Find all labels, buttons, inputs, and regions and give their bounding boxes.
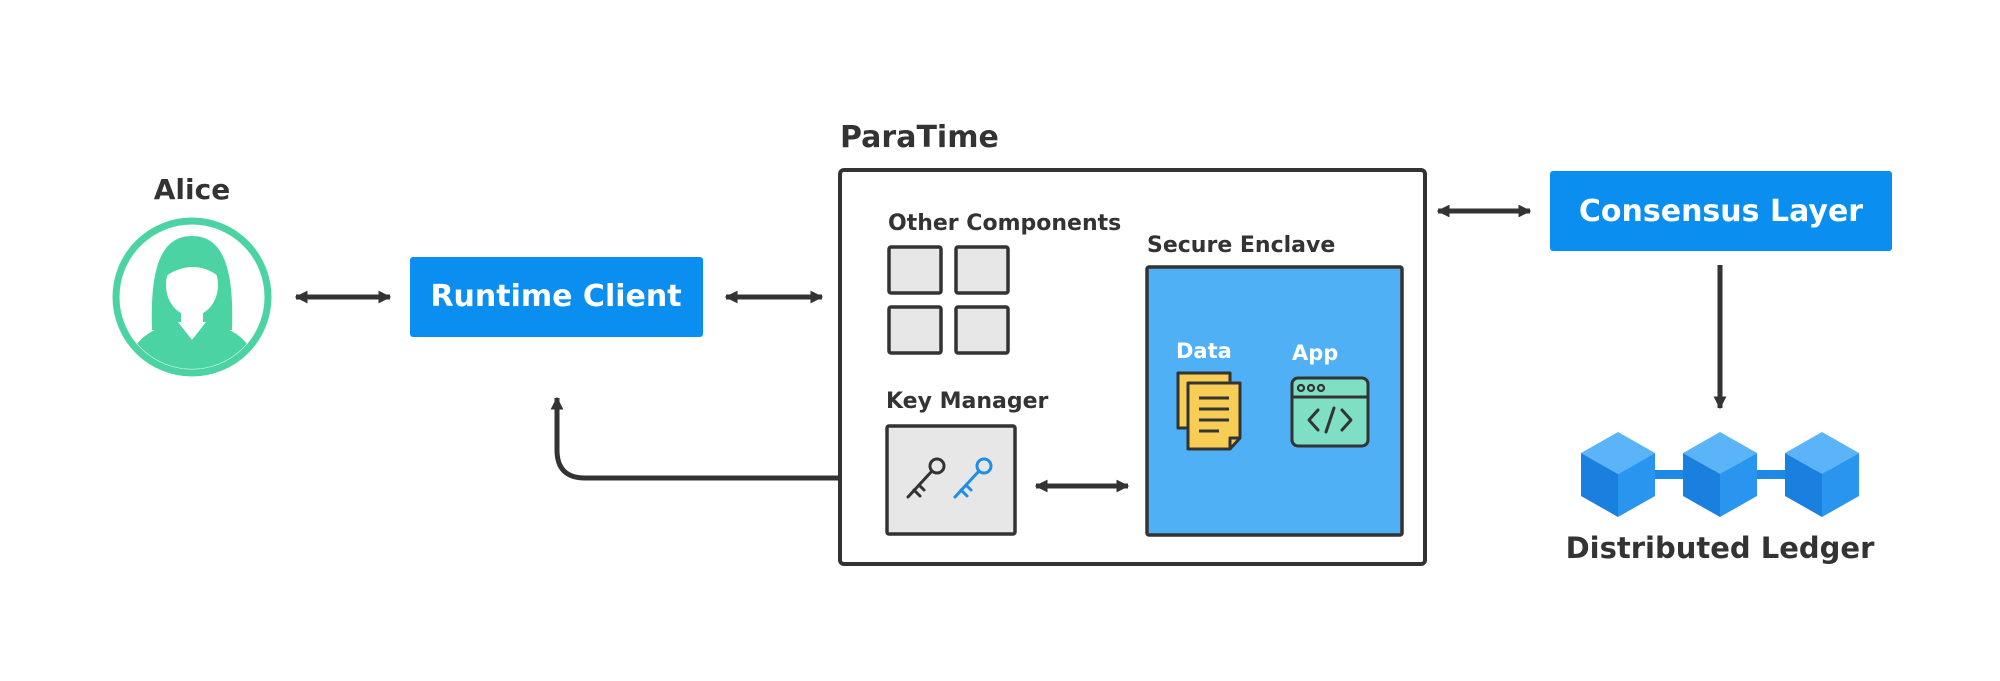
user-avatar-icon [112, 217, 272, 377]
other-components-grid [887, 245, 1010, 355]
app-label: App [1292, 341, 1338, 365]
distributed-ledger-label: Distributed Ledger [1566, 531, 1876, 565]
other-components-label: Other Components [888, 211, 1121, 236]
secure-enclave-label: Secure Enclave [1147, 233, 1335, 258]
block-icon [1683, 432, 1757, 517]
data-label: Data [1176, 339, 1232, 363]
code-window-icon [1290, 376, 1370, 448]
block-icon [1581, 432, 1655, 517]
key-icon [953, 457, 993, 499]
component-box [887, 305, 943, 355]
consensus-layer-label: Consensus Layer [1579, 194, 1863, 229]
key-icon [906, 457, 946, 499]
paratime-label: ParaTime [840, 120, 999, 155]
key-manager-label: Key Manager [886, 389, 1048, 414]
keymanager-runtime-return-arrow [550, 396, 872, 481]
block-icon [1785, 432, 1859, 517]
component-box [954, 305, 1010, 355]
key-manager-box [885, 424, 1017, 536]
distributed-ledger-node: Distributed Ledger [1566, 432, 1876, 565]
runtime-client-label: Runtime Client [430, 279, 681, 314]
runtime-client-node: Runtime Client [410, 257, 703, 337]
alice-label: Alice [154, 173, 230, 206]
component-box [887, 245, 943, 295]
alice-node: Alice [112, 173, 272, 377]
secure-enclave-box [1145, 265, 1404, 537]
component-box [954, 245, 1010, 295]
consensus-layer-node: Consensus Layer [1550, 171, 1892, 251]
document-stack-icon [1176, 371, 1242, 451]
